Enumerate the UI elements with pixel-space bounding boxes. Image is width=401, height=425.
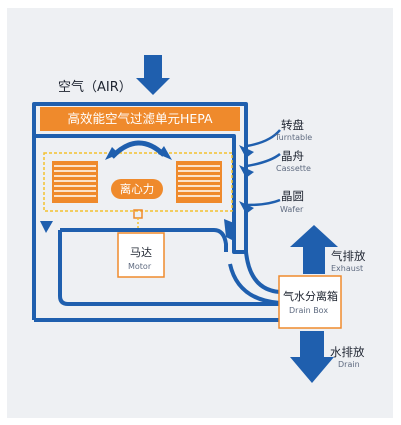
centrifugal-label: 离心力 [119, 182, 155, 196]
right-cassette [176, 161, 222, 203]
drain-feed-path-2 [228, 263, 281, 305]
side-outlet-arrows [40, 145, 254, 240]
turntable-frame [43, 152, 233, 212]
exhaust-label-cn: 气排放 [331, 249, 366, 263]
motor-box [117, 232, 165, 278]
air-label: 空气（AIR） [58, 80, 132, 95]
rotation-arrow [105, 140, 172, 160]
inner-top-rail [60, 228, 228, 252]
hepa-filter [40, 107, 240, 131]
turntable-label-cn: 转盘 [281, 118, 304, 132]
drain-box [278, 275, 342, 329]
drain-arrow [290, 331, 334, 383]
drain-label-cn: 水排放 [330, 345, 365, 359]
air-inlet-arrow [136, 55, 170, 95]
drain-box-label-cn: 气水分离箱 [283, 290, 338, 303]
exhaust-label-en: Exhaust [331, 264, 364, 273]
centrifugal-pill [111, 179, 163, 199]
turntable-label-en: Turntable [275, 133, 313, 142]
motor-label-cn: 马达 [130, 246, 152, 259]
label-pointer-lines [246, 129, 281, 207]
motor-label-en: Motor [128, 262, 152, 271]
cassette-label-en: Cassette [276, 164, 311, 173]
left-cassette [52, 161, 98, 203]
hepa-label: 高效能空气过滤单元HEPA [67, 111, 213, 126]
exhaust-arrow [290, 225, 338, 274]
drain-label-en: Drain [338, 360, 360, 369]
wafer-label-cn: 晶圆 [281, 189, 304, 203]
wafer-label-en: Wafer [280, 205, 304, 214]
diagram-background [7, 8, 393, 418]
inner-return-path [58, 230, 280, 306]
drain-feed-path-1 [244, 251, 281, 294]
cassette-label-cn: 晶舟 [281, 149, 304, 163]
drain-box-label-en: Drain Box [289, 306, 329, 315]
spindle [133, 209, 143, 230]
